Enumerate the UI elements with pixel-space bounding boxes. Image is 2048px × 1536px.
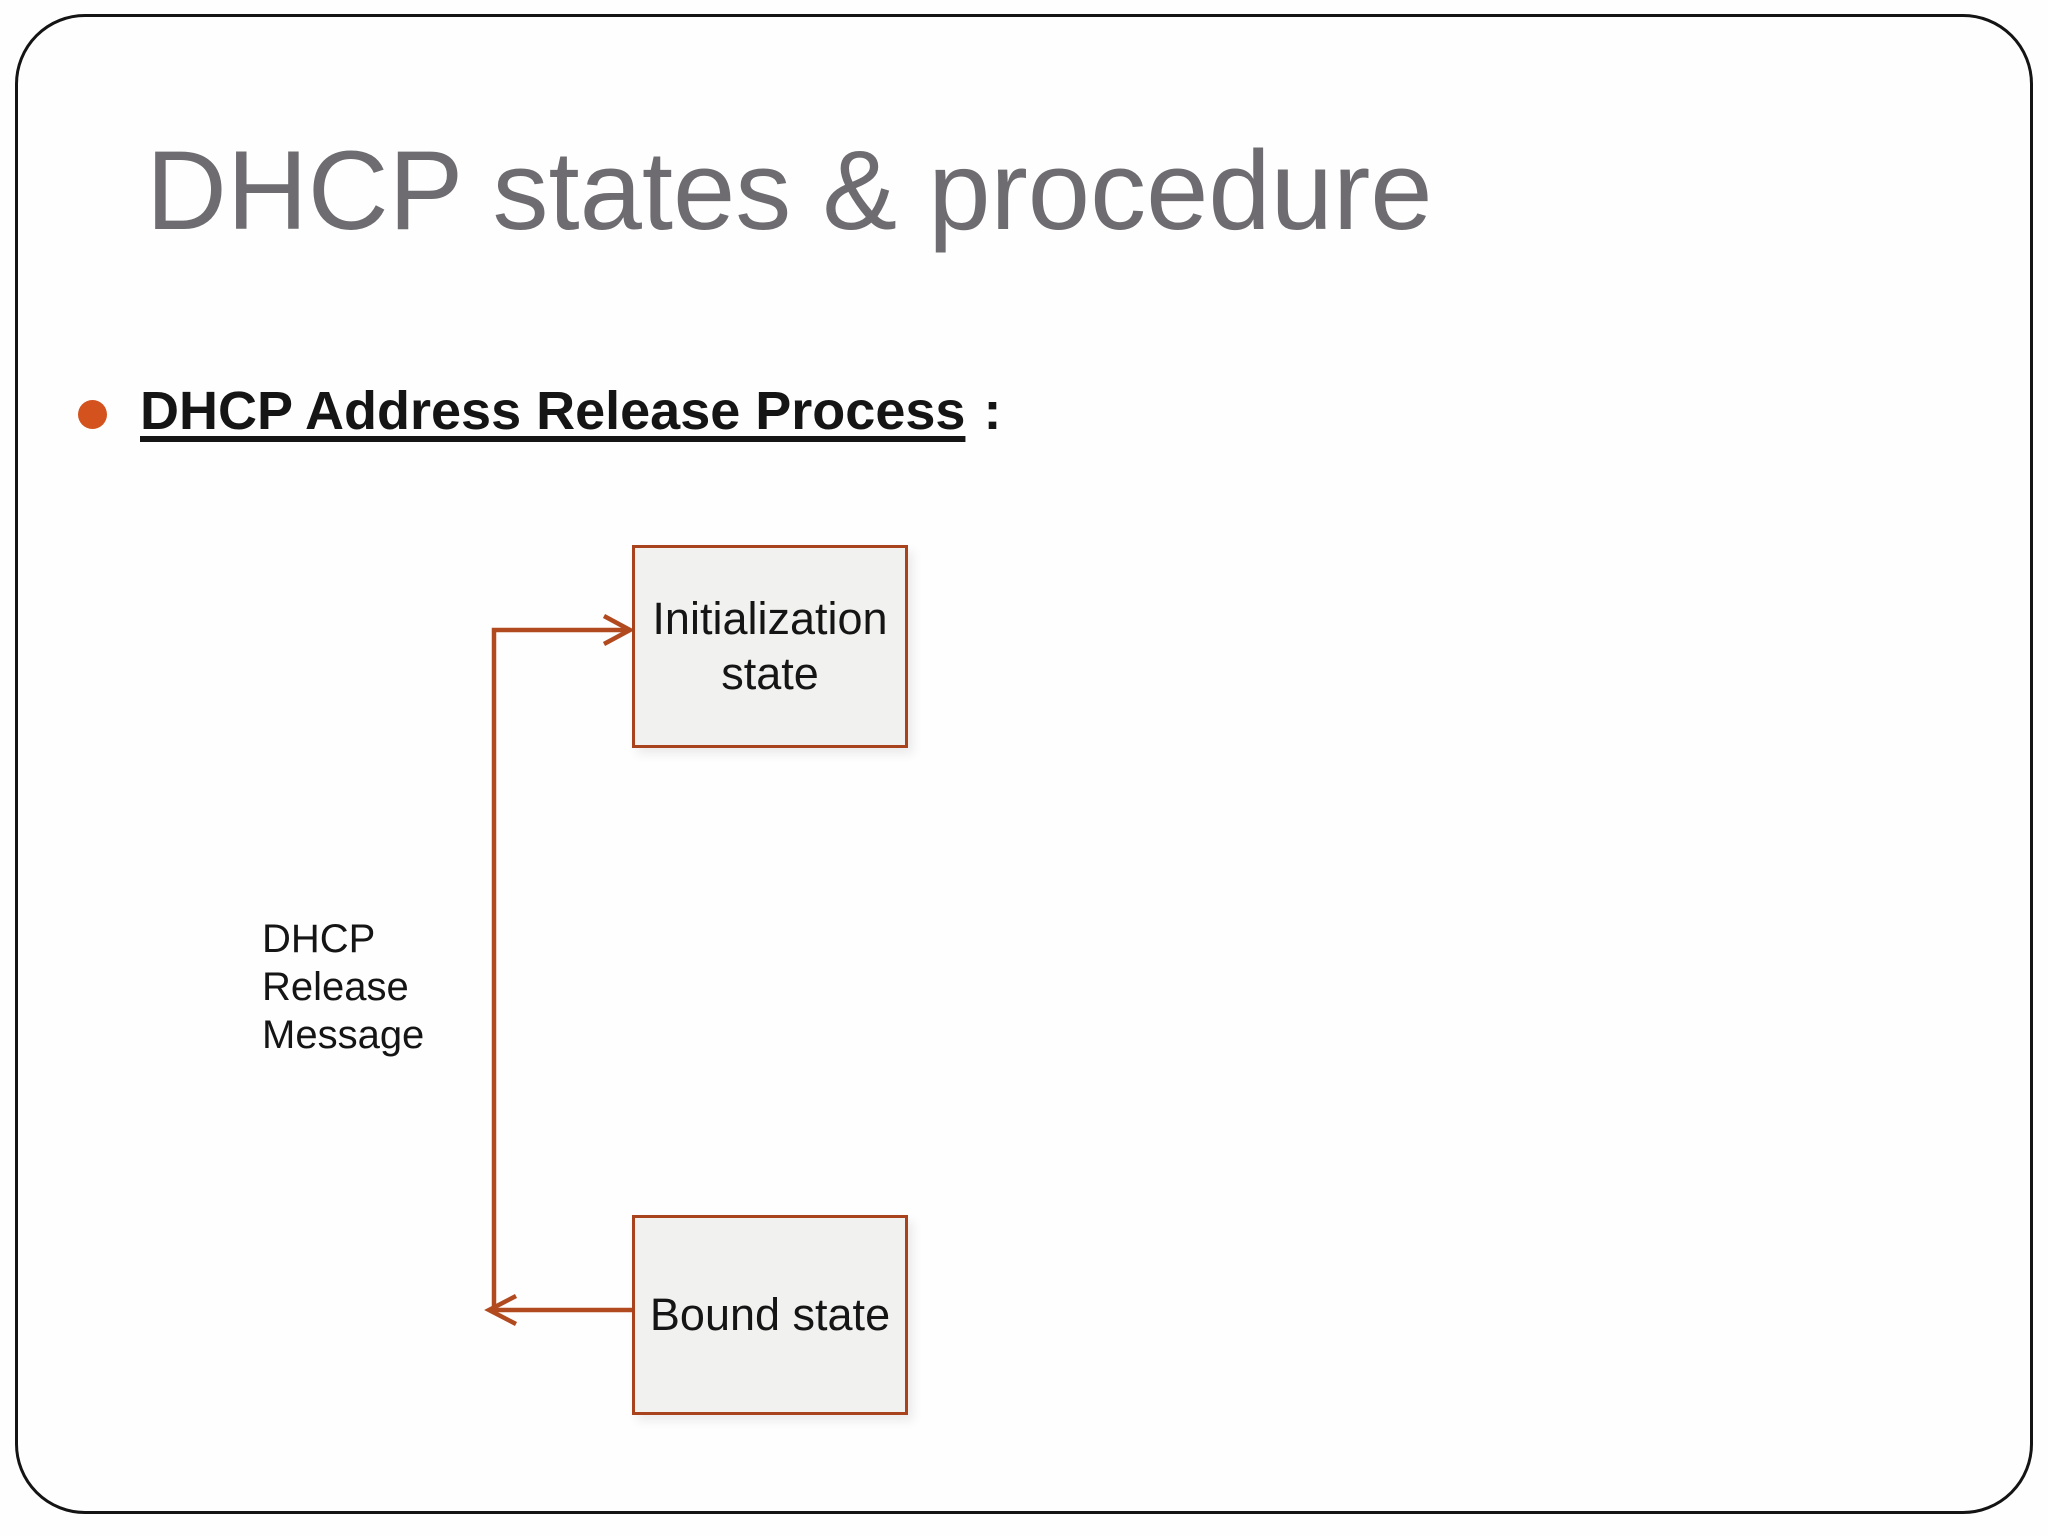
slide-border	[15, 14, 2033, 1514]
bullet-label: DHCP Address Release Process	[140, 381, 966, 441]
bullet-suffix: :	[983, 381, 1002, 441]
init-state-label: Initialization state	[652, 592, 888, 699]
connector-label: DHCP Release Message	[262, 917, 425, 1057]
bullet-icon	[78, 400, 107, 429]
slide-title: DHCP states & procedure	[146, 128, 1433, 253]
bound-state-label: Bound state	[649, 1288, 891, 1340]
bound-state-node: Bound state	[632, 1215, 908, 1415]
init-state-node: Initialization state	[632, 545, 908, 748]
bullet-item: DHCP Address Release Process:	[140, 384, 1001, 438]
